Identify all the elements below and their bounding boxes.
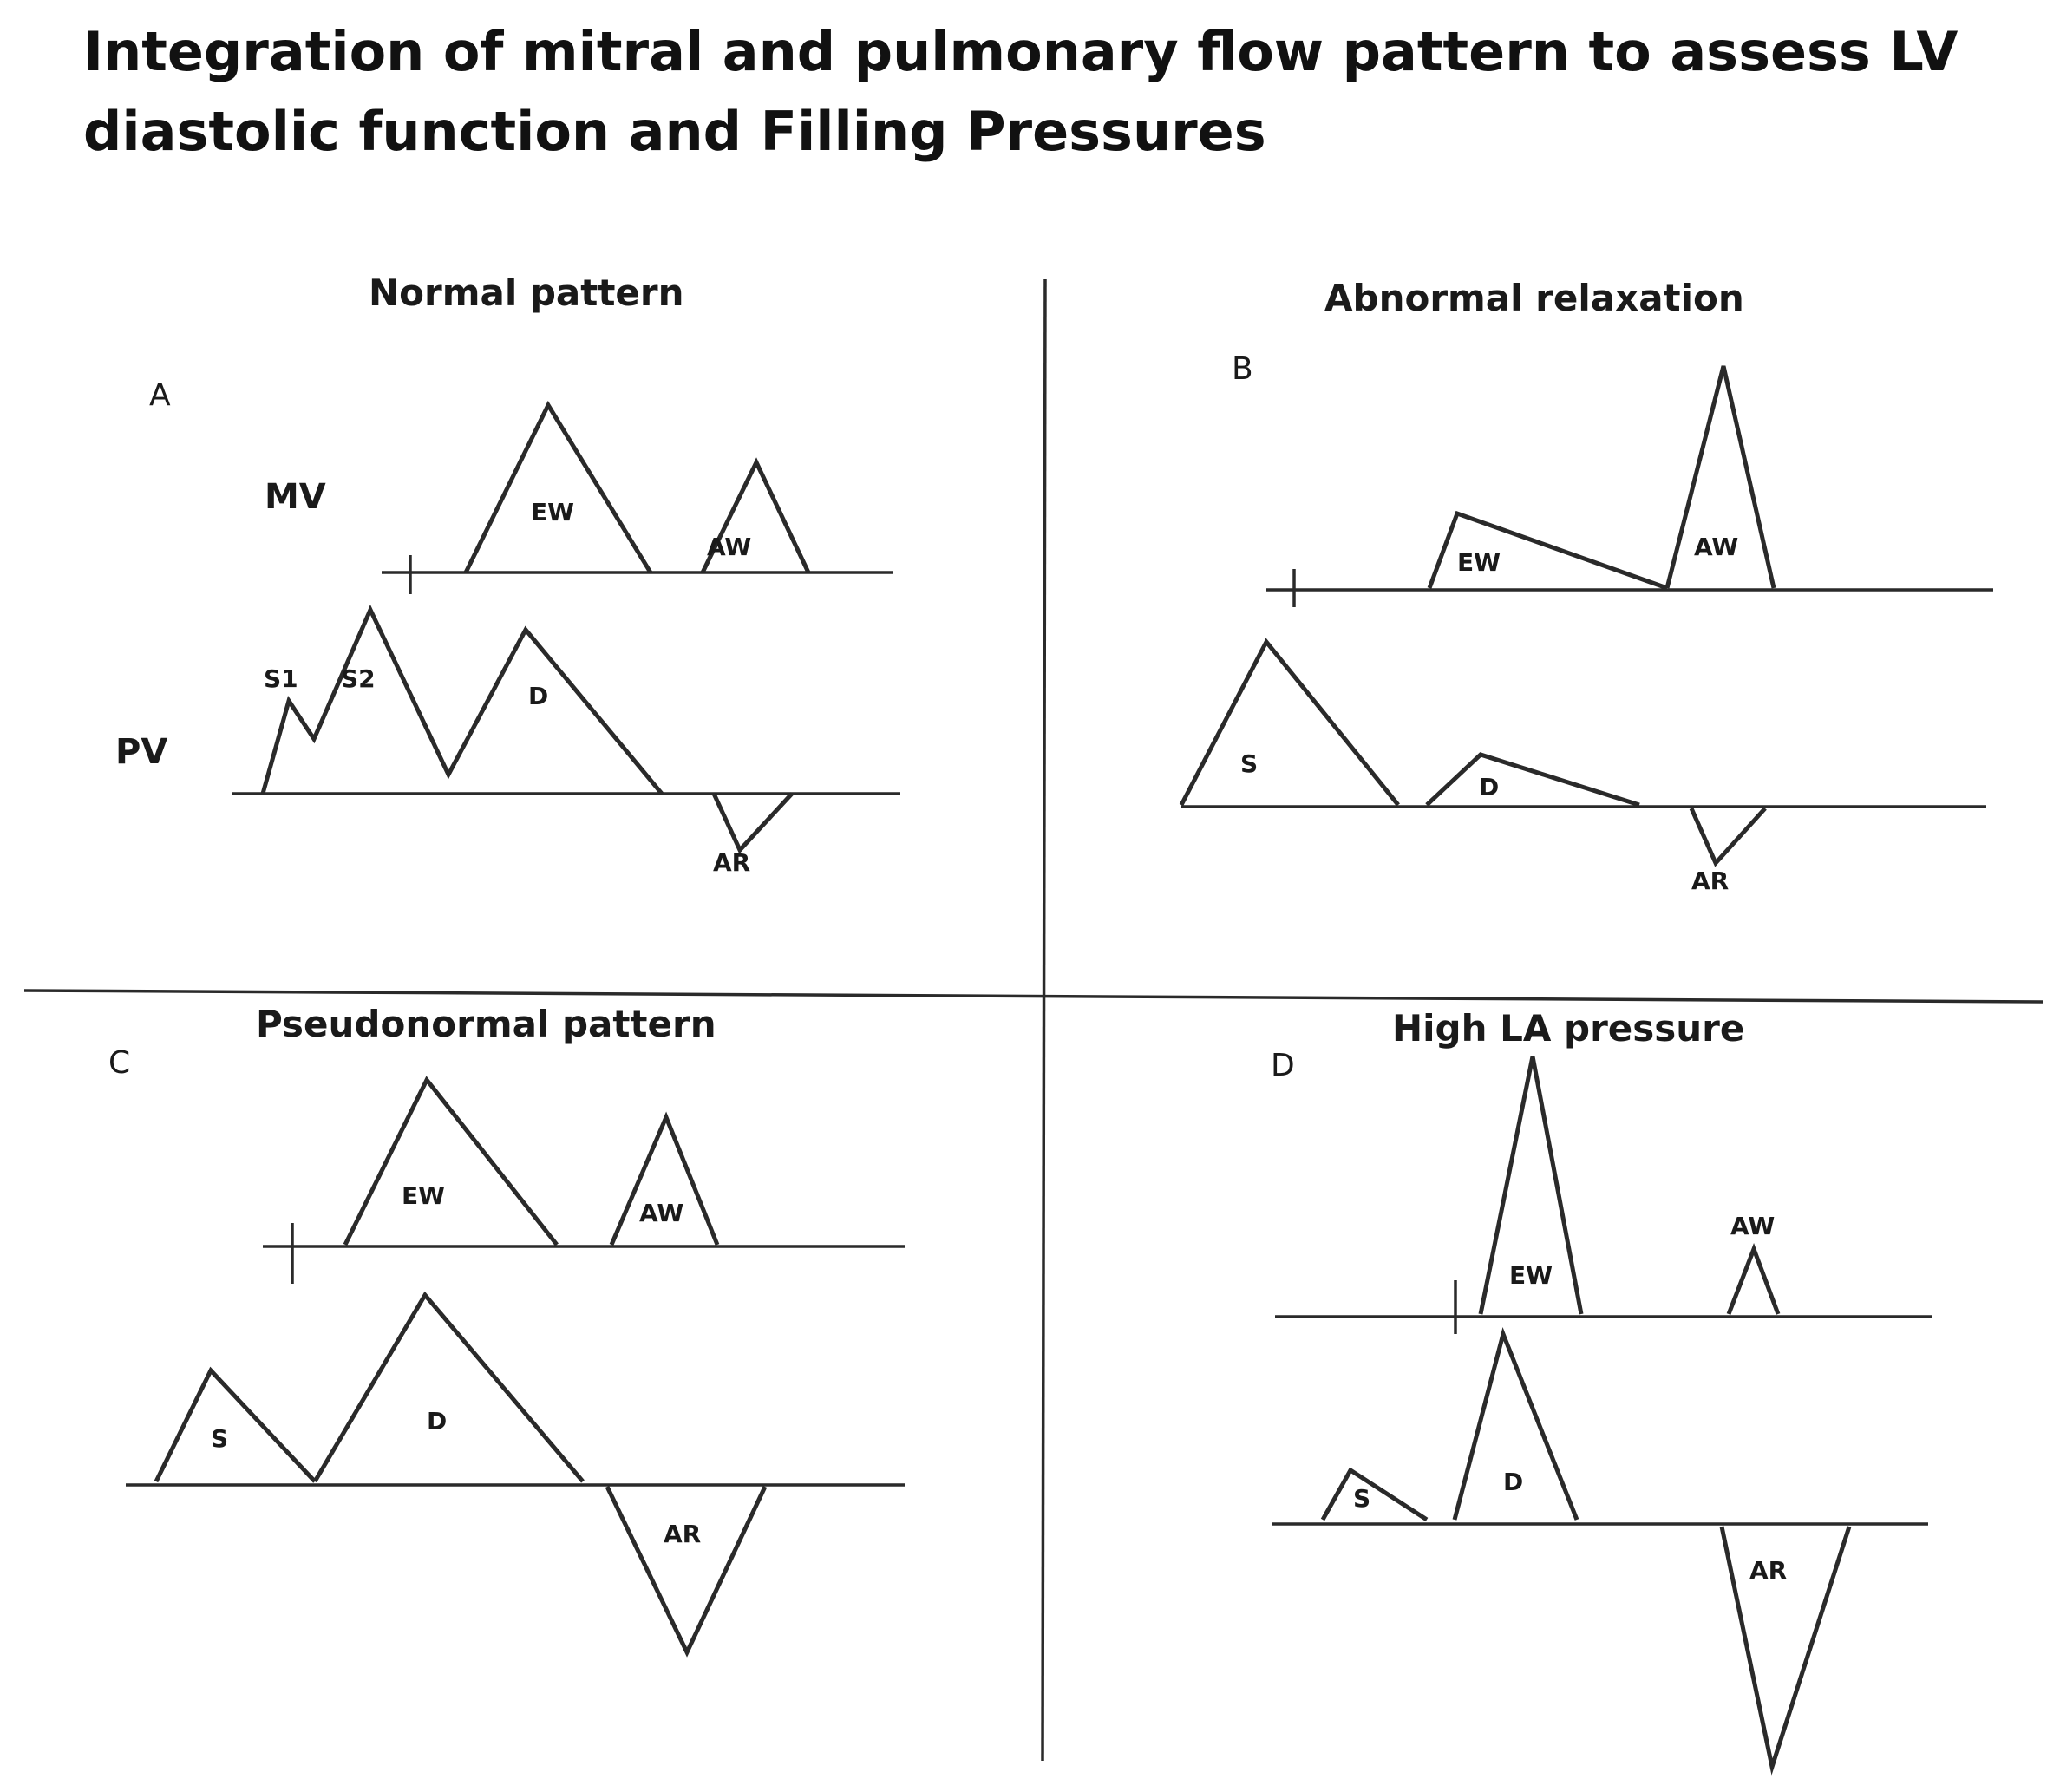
panel-letter-b: B [1232, 351, 1253, 387]
ar-label: AR [713, 848, 750, 877]
ar-wave [1689, 807, 1767, 867]
s2-label: S2 [341, 664, 376, 693]
panel-high-la-pressure: High LA pressure D EW AW S D AR [1271, 1007, 1932, 1776]
aw-wave [1726, 1242, 1781, 1315]
d-label: D [1479, 773, 1499, 801]
row-label-pv: PV [115, 732, 167, 772]
aw-label: AW [639, 1199, 683, 1227]
s-label: S [1240, 749, 1258, 778]
aw-wave [609, 1111, 720, 1246]
pv-systolic-wave [260, 604, 664, 795]
panel-pseudonormal-pattern: Pseudonormal pattern C EW AW S D AR [108, 1003, 905, 1658]
ew-label: EW [402, 1181, 445, 1210]
d-wave [1425, 752, 1640, 808]
ew-wave [463, 400, 653, 574]
ew-label: EW [531, 498, 574, 526]
panel-abnormal-relaxation: Abnormal relaxation B EW AW S D AR [1179, 277, 1993, 895]
panel-letter-c: C [108, 1045, 130, 1081]
s-wave [154, 1366, 317, 1483]
d-wave [312, 1291, 585, 1483]
s-wave [1179, 638, 1400, 807]
aw-wave [700, 457, 811, 574]
s-label: S [1353, 1484, 1370, 1513]
panel-letter-d: D [1271, 1048, 1295, 1083]
page-title: Integration of mitral and pulmonary flow… [83, 20, 1959, 163]
panel-title-normal: Normal pattern [369, 271, 684, 314]
s1-label: S1 [264, 664, 298, 693]
ew-wave [343, 1076, 559, 1246]
aw-wave [1664, 365, 1776, 589]
aw-label: AW [1730, 1212, 1775, 1240]
ar-label: AR [664, 1520, 701, 1548]
ar-label: AR [1691, 867, 1729, 895]
d-label: D [1503, 1468, 1523, 1496]
panel-title-high-la: High LA pressure [1392, 1007, 1744, 1050]
aw-label: AW [1694, 533, 1738, 561]
horizontal-divider [23, 989, 2044, 1004]
ar-wave [711, 792, 794, 854]
s-label: S [211, 1424, 228, 1453]
ew-wave [1478, 1056, 1584, 1315]
d-label: D [528, 682, 548, 710]
ar-wave [1719, 1526, 1852, 1776]
s-wave [1320, 1467, 1429, 1522]
row-label-mv: MV [265, 477, 326, 517]
ew-label: EW [1509, 1261, 1553, 1290]
ar-wave [605, 1485, 768, 1658]
panel-letter-a: A [149, 377, 171, 413]
aw-label: AW [707, 533, 751, 561]
d-wave [1452, 1326, 1579, 1521]
vertical-divider [1041, 278, 1047, 1762]
panel-normal-pattern: Normal pattern A MV PV EW AW S1 S2 D AR [115, 271, 900, 877]
ar-label: AR [1749, 1556, 1787, 1585]
d-label: D [427, 1407, 447, 1436]
panel-title-pseudonormal: Pseudonormal pattern [256, 1003, 716, 1045]
ew-label: EW [1457, 548, 1501, 577]
panel-title-abnormal: Abnormal relaxation [1324, 277, 1744, 319]
ew-wave [1427, 510, 1668, 591]
